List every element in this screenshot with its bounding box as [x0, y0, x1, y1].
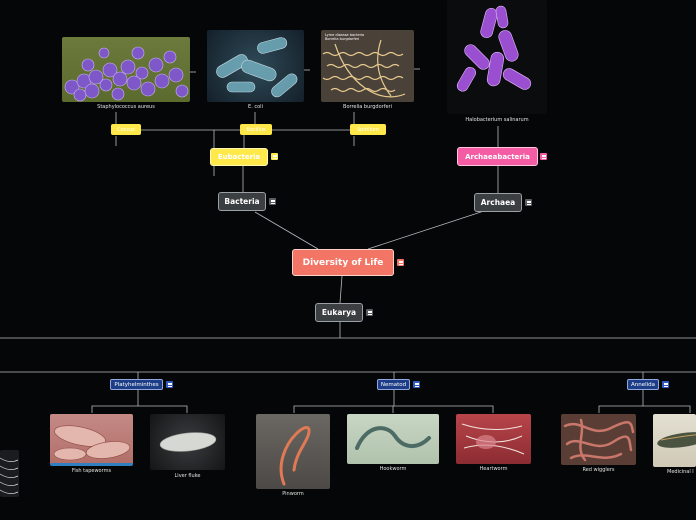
- ecoli-photo: [207, 30, 304, 102]
- rod-archaea-icon: [456, 5, 532, 92]
- shape-tag-coccus[interactable]: Coccus: [111, 124, 141, 135]
- cocci-cluster-icon: [64, 46, 189, 102]
- fish-tapeworm-caption: Fish tapeworms: [71, 468, 112, 474]
- striped-worm-icon: [0, 457, 19, 494]
- bacteria-node[interactable]: Bacteria: [218, 192, 266, 211]
- eubacteria-node[interactable]: Eubacteria: [210, 148, 268, 166]
- shape-tag-spirillum[interactable]: Spirillum: [350, 124, 386, 135]
- fish-tapeworm-photo: [50, 414, 133, 466]
- hookworm-caption: Hookworm: [379, 466, 407, 472]
- heartworm-icon: [461, 423, 525, 455]
- staphylococcus-photo: [62, 37, 190, 102]
- leech-icon: [657, 432, 696, 448]
- connector-eubacteria-coccus: [116, 129, 215, 176]
- ecoli-caption: E. coli: [248, 104, 263, 110]
- connector-nematod-examples: [293, 390, 494, 413]
- connector-root-archaea: [367, 210, 485, 250]
- platyhelminthes-note-icon[interactable]: [166, 381, 173, 388]
- liver-fluke-photo: [150, 414, 225, 470]
- rod-bacteria-icon: [216, 37, 298, 98]
- halobacterium-photo: [447, 0, 547, 114]
- shape-tag-bacillus[interactable]: Bacillus: [240, 124, 272, 135]
- red-wigglers-caption: Red wigglers: [582, 467, 615, 473]
- red-wigglers-photo: [561, 414, 636, 465]
- partial-worm-photo-left: [0, 450, 19, 497]
- borrelia-photo: Lyme disease bacteria Borrelia burgdorfe…: [321, 30, 414, 102]
- eubacteria-note-icon[interactable]: [271, 153, 278, 160]
- phylum-annelida[interactable]: Annelida: [627, 379, 659, 390]
- archaea-note-icon[interactable]: [525, 199, 532, 206]
- root-note-icon[interactable]: [397, 259, 404, 266]
- borrelia-caption: Borrelia burgdorferi: [343, 104, 392, 110]
- eukarya-node[interactable]: Eukarya: [315, 303, 363, 322]
- hookworm-photo: [347, 414, 439, 464]
- pinworm-icon: [279, 426, 311, 486]
- connector-root-eukarya: [339, 275, 343, 304]
- staphylococcus-caption: Staphylococcus aureus: [97, 104, 155, 110]
- archaeabacteria-node[interactable]: Archaeabacteria: [457, 147, 538, 166]
- connector-root-bacteria: [254, 211, 319, 250]
- heartworm-photo: [456, 414, 531, 464]
- fluke-icon: [159, 432, 217, 452]
- heartworm-caption: Heartworm: [479, 466, 508, 472]
- nematod-note-icon[interactable]: [413, 381, 420, 388]
- phylum-platyhelminthes[interactable]: Platyhelminthes: [110, 379, 163, 390]
- tapeworm-icon: [53, 425, 131, 461]
- spirochete-icon: [322, 39, 406, 98]
- borrelia-photo-label: Lyme disease bacteria Borrelia burgdorfe…: [325, 33, 365, 41]
- annelida-note-icon[interactable]: [662, 381, 669, 388]
- medicinal-leech-photo: [653, 414, 696, 467]
- hookworm-icon: [355, 426, 431, 450]
- archaea-node[interactable]: Archaea: [474, 193, 522, 212]
- medicinal-leech-caption: Medicinal l: [667, 469, 694, 475]
- connector-annelida-examples: [598, 390, 691, 413]
- phylum-nematod[interactable]: Nematod: [377, 379, 410, 390]
- pinworm-caption: Pinworm: [282, 491, 304, 497]
- liver-fluke-caption: Liver fluke: [174, 473, 201, 479]
- archaeabacteria-note-icon[interactable]: [540, 153, 547, 160]
- connector-platy-examples: [91, 390, 188, 413]
- bacteria-note-icon[interactable]: [269, 198, 276, 205]
- root-node-diversity-of-life[interactable]: Diversity of Life: [292, 249, 394, 276]
- halobacterium-caption: Halobacterium salinarum: [465, 117, 529, 123]
- pinworm-photo: [256, 414, 330, 489]
- earthworms-icon: [563, 418, 635, 462]
- eukarya-note-icon[interactable]: [366, 309, 373, 316]
